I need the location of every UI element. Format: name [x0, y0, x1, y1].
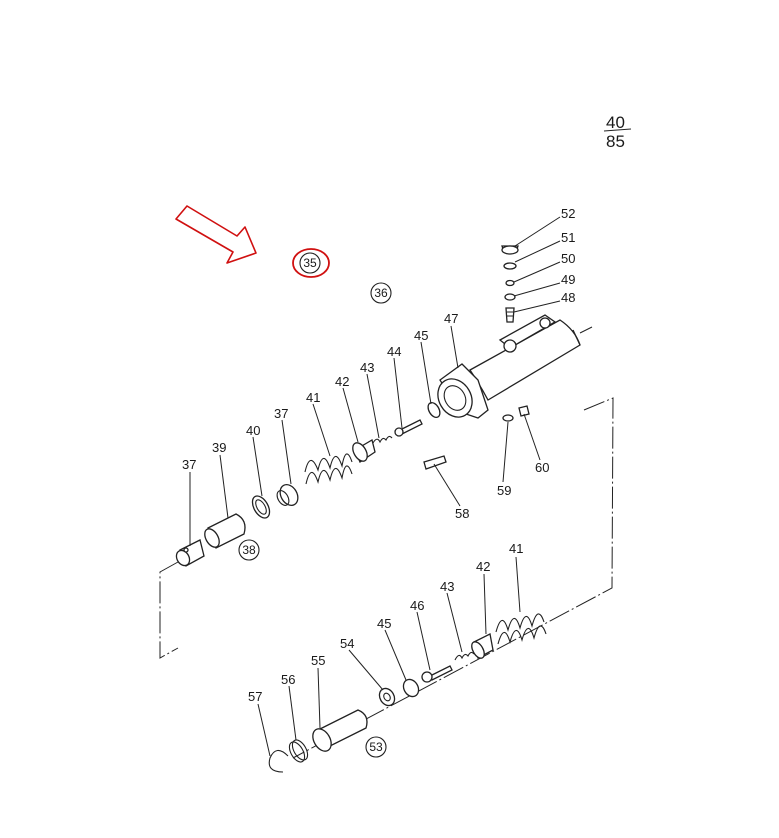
part-label-42-lower: 42	[476, 559, 490, 574]
part-label-43-upper: 43	[360, 360, 374, 375]
part-label-37-upper: 37	[274, 406, 288, 421]
part-label-41-lower: 41	[509, 541, 523, 556]
part-label-59: 59	[497, 483, 511, 498]
part-label-39: 39	[212, 440, 226, 455]
part-label-42-upper: 42	[335, 374, 349, 389]
fraction-bar	[603, 128, 632, 132]
callout-38[interactable]: 38	[238, 539, 260, 561]
page-ref-numerator: 40	[606, 113, 625, 132]
callout-36[interactable]: 36	[370, 282, 392, 304]
part-label-46: 46	[410, 598, 424, 613]
part-label-40: 40	[246, 423, 260, 438]
upper-inner-parts[interactable]	[174, 401, 530, 568]
part-label-45-lower: 45	[377, 616, 391, 631]
callout-36-label: 36	[374, 286, 388, 300]
part-label-60: 60	[535, 460, 549, 475]
part-label-58: 58	[455, 506, 469, 521]
callout-53[interactable]: 53	[365, 736, 387, 758]
part-label-49: 49	[561, 272, 575, 287]
part-label-50: 50	[561, 251, 575, 266]
bleed-screw-stack[interactable]	[501, 245, 519, 323]
outline-arrow-icon	[175, 205, 257, 264]
part-label-55: 55	[311, 653, 325, 668]
part-label-44: 44	[387, 344, 401, 359]
part-label-47: 47	[444, 311, 458, 326]
page-ref-denominator: 85	[606, 132, 625, 151]
callout-35[interactable]: 35	[292, 248, 330, 278]
part-label-57: 57	[248, 689, 262, 704]
part-label-54: 54	[340, 636, 354, 651]
part-label-56: 56	[281, 672, 295, 687]
part-label-48: 48	[561, 290, 575, 305]
part-label-51: 51	[561, 230, 575, 245]
page-reference: 40 85	[603, 113, 632, 151]
cylinder-body[interactable]	[431, 314, 593, 423]
leader-lines	[189, 216, 561, 757]
callout-35-label: 35	[303, 256, 317, 270]
part-labels: 52 51 50 49 48 47 45 44 43 42 41 37 40 3…	[182, 206, 575, 704]
part-label-37-lower: 37	[182, 457, 196, 472]
part-label-41-upper: 41	[306, 390, 320, 405]
part-label-52: 52	[561, 206, 575, 221]
highlight-ring	[292, 248, 330, 278]
callout-38-label: 38	[242, 543, 256, 557]
assembly-boundary	[159, 397, 614, 759]
part-label-45-upper: 45	[414, 328, 428, 343]
callout-53-label: 53	[369, 740, 383, 754]
lower-assembly-parts[interactable]	[268, 613, 547, 773]
part-label-43-lower: 43	[440, 579, 454, 594]
